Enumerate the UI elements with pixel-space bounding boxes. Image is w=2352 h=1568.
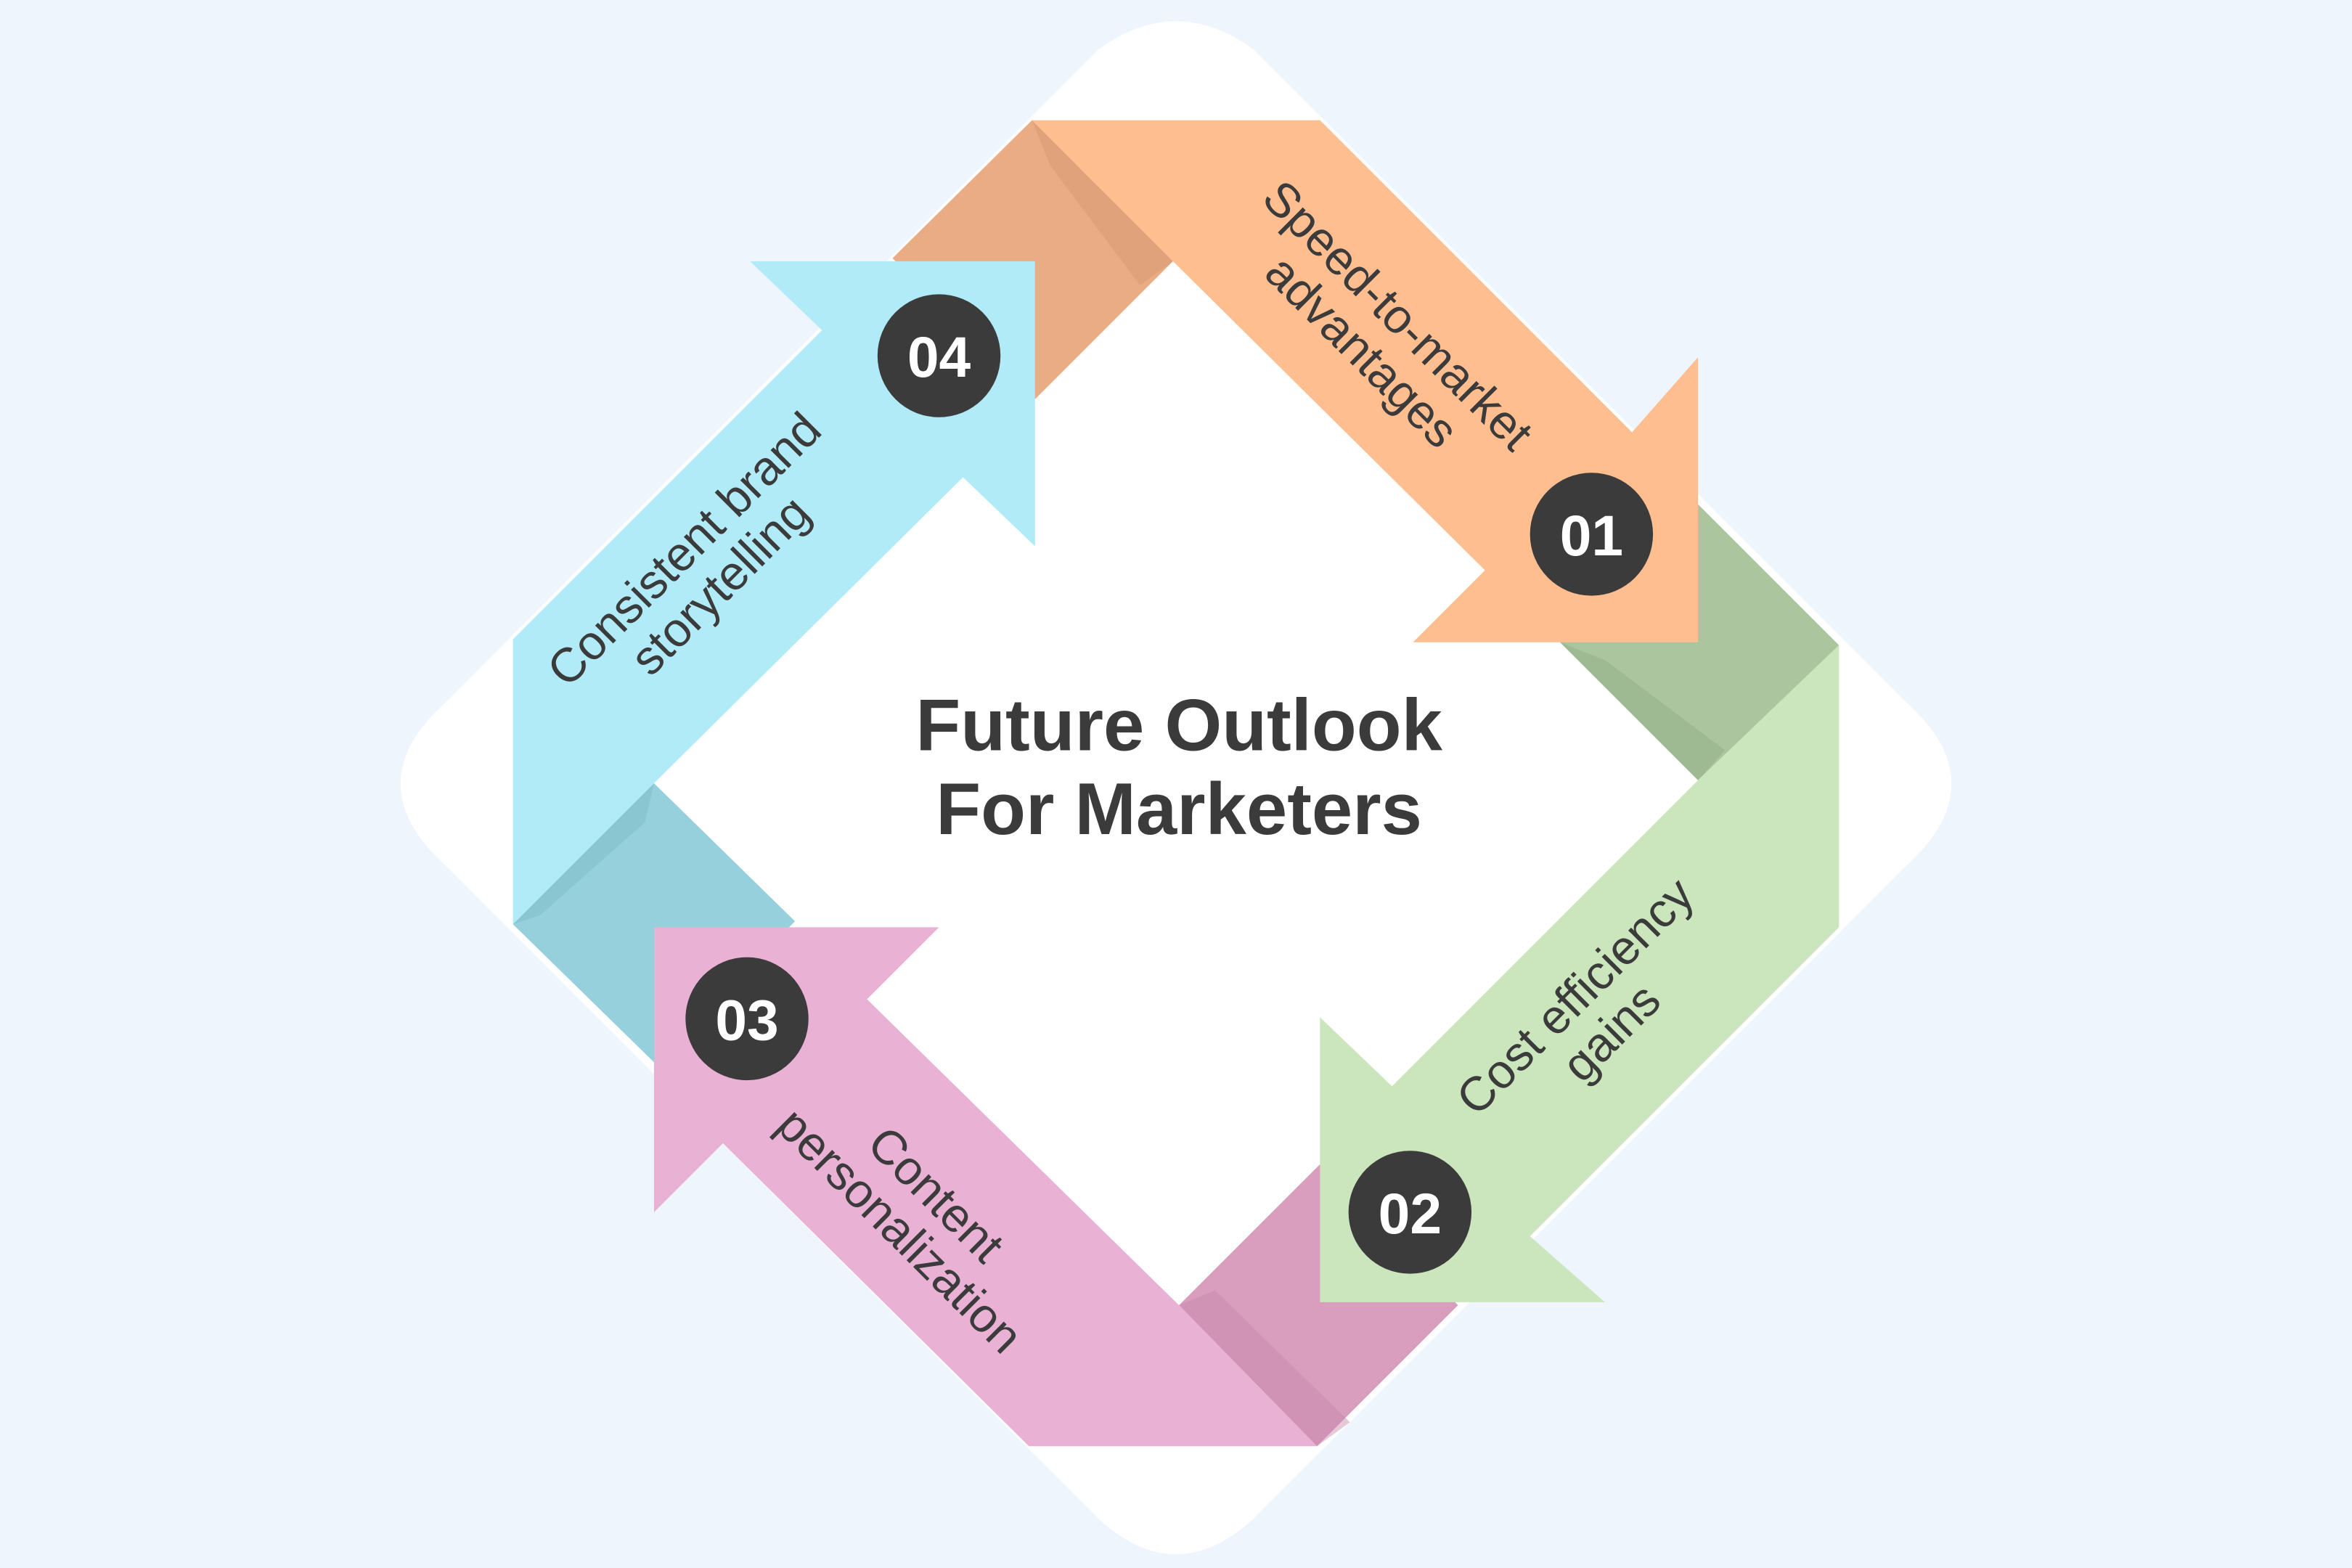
fold-top — [892, 120, 1173, 399]
step-02-badge: 02 — [1348, 1151, 1472, 1274]
arrow-step-01 — [1032, 120, 1699, 642]
title-line-2: For Marketers — [936, 768, 1422, 850]
step-04-number: 04 — [907, 325, 971, 389]
step-01-badge: 01 — [1530, 473, 1654, 596]
step-03-number: 03 — [715, 988, 778, 1052]
arrow-step-03 — [653, 927, 1318, 1447]
fold-bottom-shade — [1179, 1290, 1350, 1447]
fold-right-shade — [1559, 642, 1726, 780]
step-03-badge: 03 — [685, 957, 809, 1081]
fold-top-shade — [1032, 120, 1173, 285]
step-02-number: 02 — [1379, 1182, 1442, 1246]
arrow-step-04 — [513, 261, 1035, 925]
arrow-step-02 — [1320, 645, 1839, 1302]
step-04-badge: 04 — [877, 294, 1001, 417]
fold-left — [513, 783, 796, 1063]
title-line-1: Future Outlook — [915, 685, 1442, 767]
step-01-number: 01 — [1560, 504, 1623, 568]
